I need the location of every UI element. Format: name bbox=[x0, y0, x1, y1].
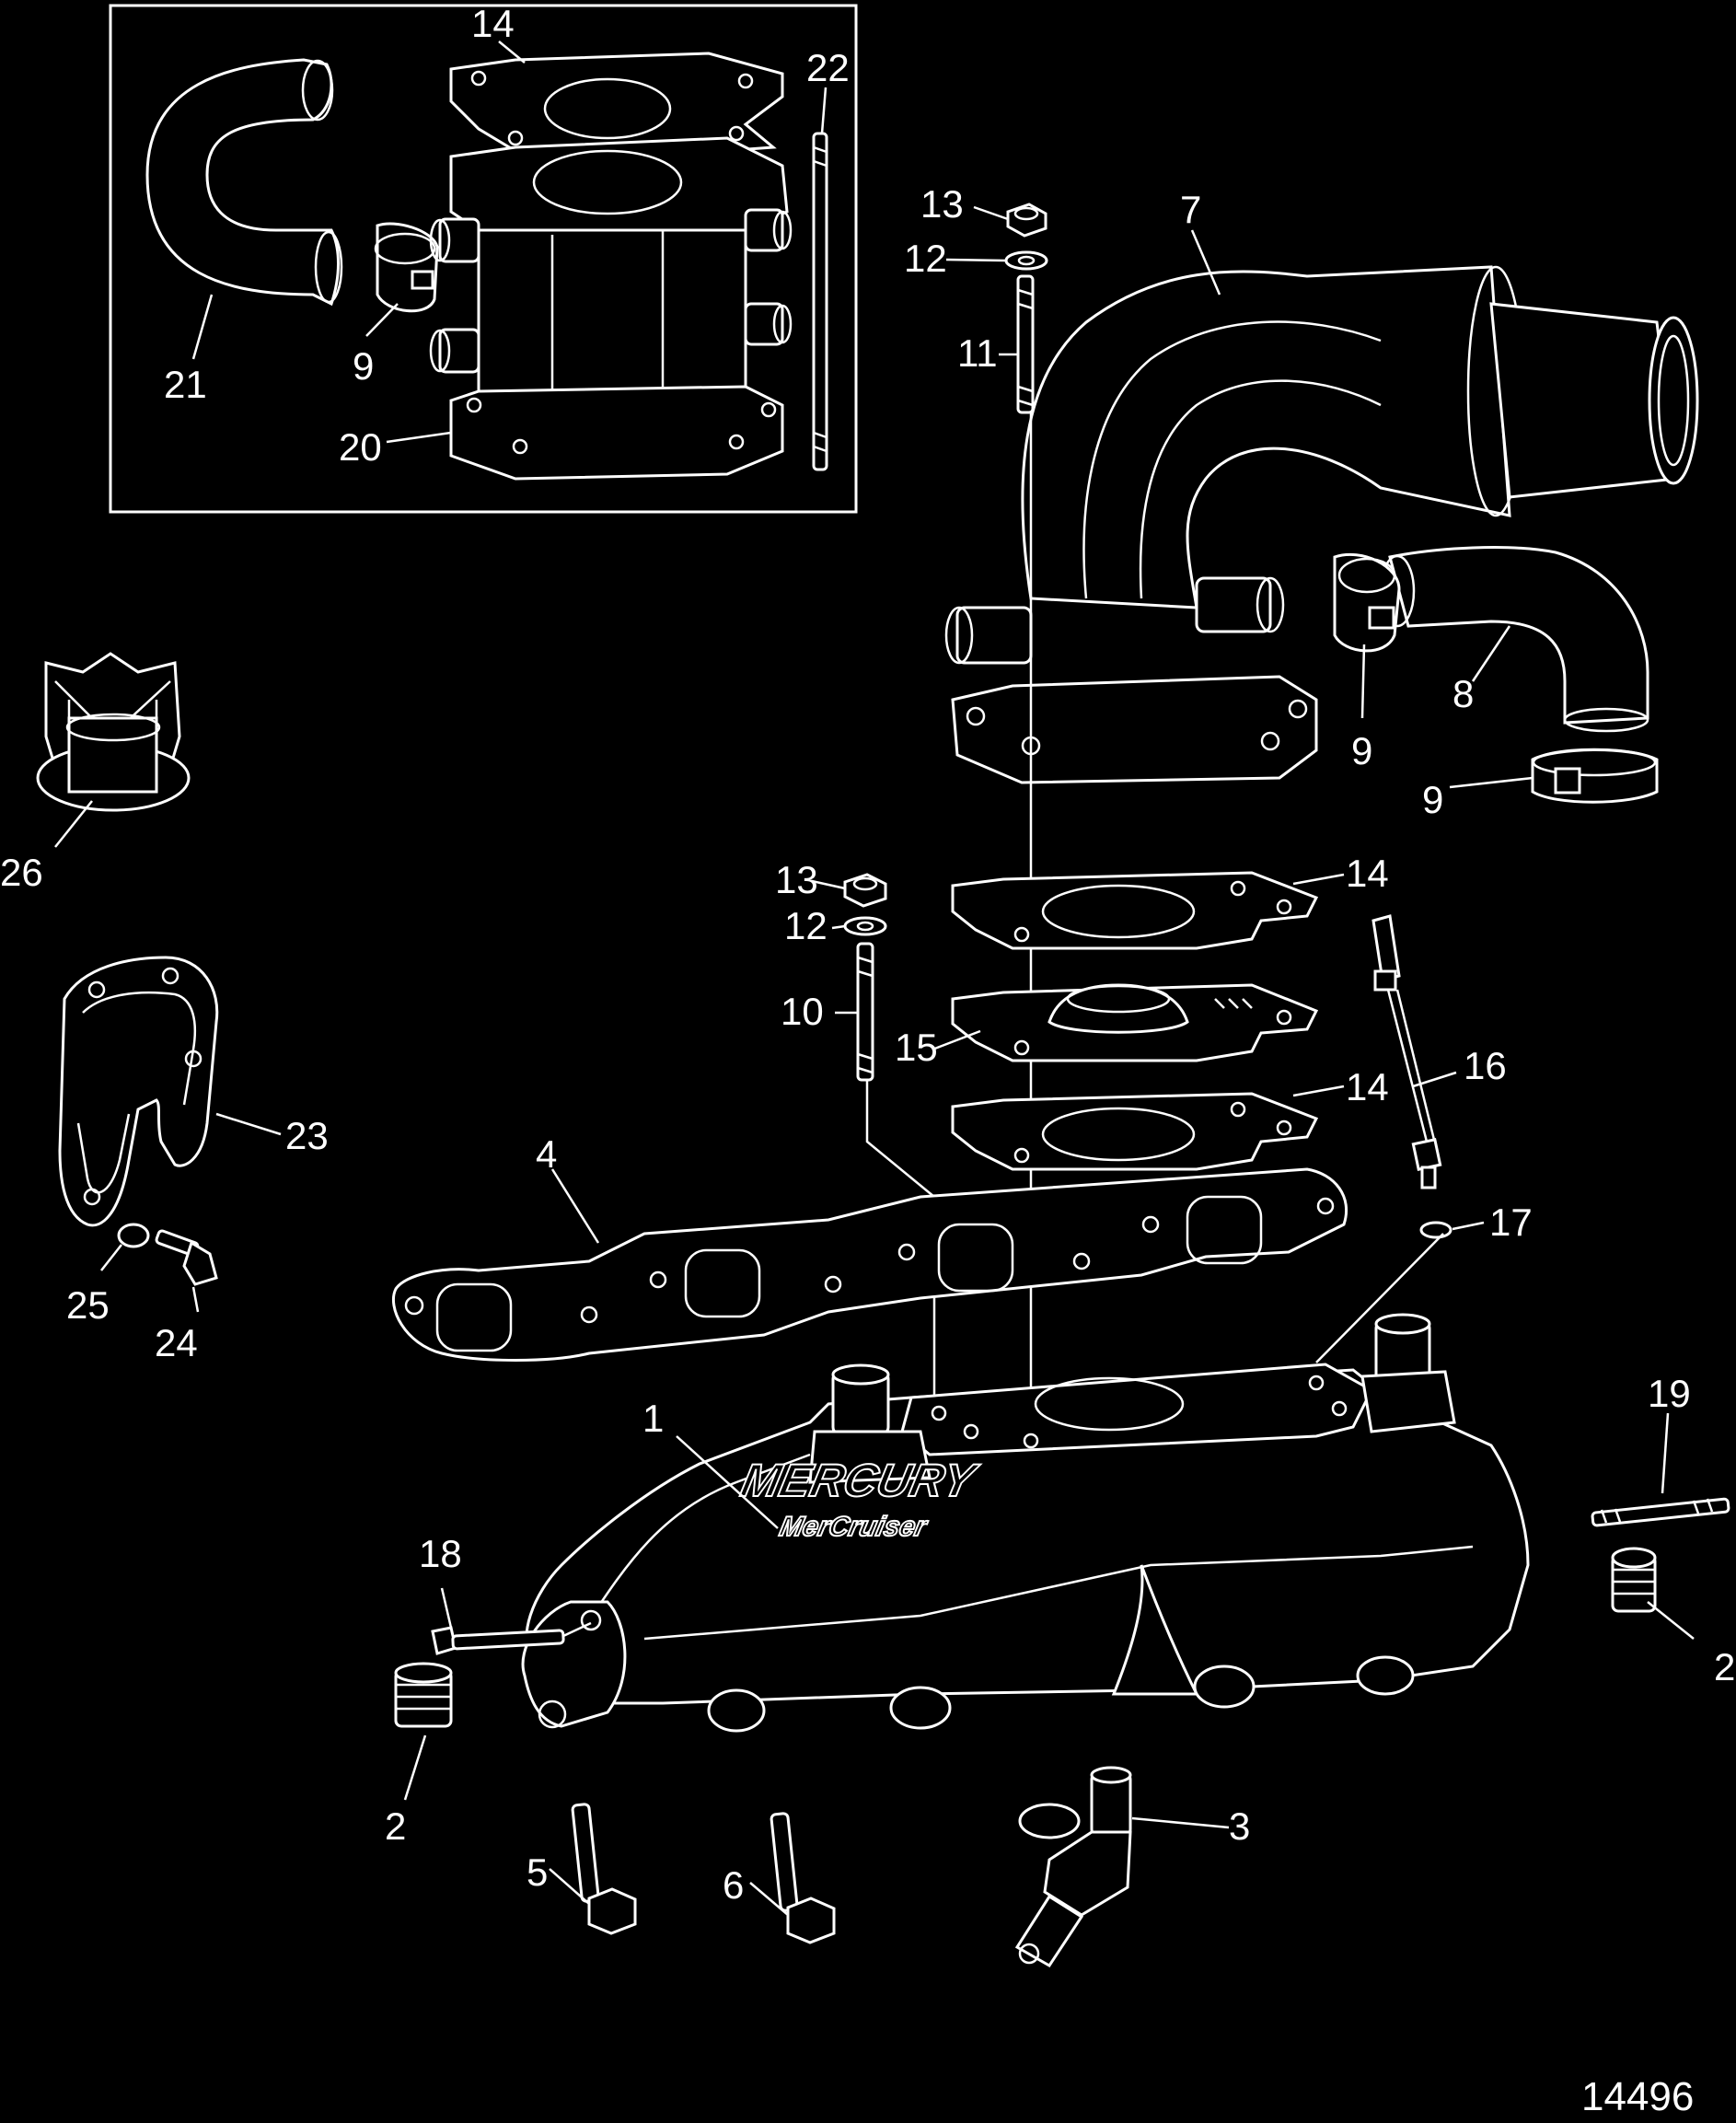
washer-12-mid bbox=[843, 916, 887, 936]
callout-14: 14 bbox=[1346, 1065, 1389, 1108]
lock-washer-25 bbox=[117, 1223, 150, 1248]
callout-13: 13 bbox=[775, 858, 818, 901]
callout-24: 24 bbox=[155, 1321, 198, 1364]
hose-21 bbox=[145, 58, 343, 307]
callout-7: 7 bbox=[1180, 188, 1201, 231]
nut-13-mid bbox=[843, 873, 887, 908]
hose-8 bbox=[1379, 546, 1649, 733]
stud-22 bbox=[812, 132, 828, 471]
flapper-valve-26 bbox=[36, 652, 191, 812]
hose-clamp-9-inset bbox=[374, 222, 439, 313]
callout-10: 10 bbox=[781, 990, 824, 1033]
manifold-gasket-4 bbox=[391, 1167, 1348, 1362]
callout-8: 8 bbox=[1452, 672, 1474, 715]
nut-13-top bbox=[1006, 203, 1047, 238]
callout-12: 12 bbox=[784, 904, 827, 947]
hose-clamp-9-elbow bbox=[1333, 552, 1401, 653]
bolt-5 bbox=[571, 1803, 637, 1935]
stud-19 bbox=[1591, 1497, 1730, 1527]
screw-24 bbox=[155, 1229, 218, 1286]
callout-18: 18 bbox=[419, 1532, 462, 1575]
callout-16: 16 bbox=[1464, 1044, 1507, 1087]
callout-2: 2 bbox=[1714, 1645, 1735, 1688]
gasket-14-lower bbox=[951, 1092, 1319, 1171]
callout-11: 11 bbox=[957, 331, 998, 375]
callout-21: 21 bbox=[164, 363, 207, 406]
callout-14: 14 bbox=[1346, 852, 1389, 895]
callout-5: 5 bbox=[527, 1850, 548, 1894]
callout-9: 9 bbox=[1422, 778, 1443, 821]
gasket-14-inset bbox=[449, 52, 784, 158]
bracket-23 bbox=[58, 956, 219, 1227]
bolt-6 bbox=[770, 1812, 836, 1944]
alignment-line-left bbox=[865, 1079, 936, 1399]
spacer-riser-20 bbox=[429, 136, 793, 481]
stud-10 bbox=[856, 942, 874, 1082]
o-ring-17 bbox=[1419, 1221, 1452, 1239]
pipe-plug-2-left bbox=[394, 1662, 453, 1728]
inset-frame bbox=[109, 4, 858, 514]
callout-13: 13 bbox=[920, 182, 964, 226]
hose-clamp-9-lower bbox=[1531, 748, 1659, 804]
callout-20: 20 bbox=[339, 425, 382, 469]
callout-22: 22 bbox=[806, 46, 850, 89]
exhaust-shutter-15 bbox=[951, 983, 1319, 1062]
callout-19: 19 bbox=[1648, 1372, 1691, 1415]
brand-sublogo: MerCruiser bbox=[777, 1512, 931, 1542]
temperature-sensor-16 bbox=[1371, 914, 1442, 1189]
callout-17: 17 bbox=[1489, 1201, 1533, 1244]
callout-3: 3 bbox=[1229, 1804, 1250, 1848]
exhaust-elbow-7 bbox=[944, 265, 1699, 784]
gasket-14-upper bbox=[951, 871, 1319, 950]
document-number: 14496 bbox=[1581, 2074, 1694, 2119]
pipe-plug-2-right bbox=[1611, 1547, 1657, 1613]
callout-15: 15 bbox=[895, 1026, 938, 1069]
brand-logo: MERCURY bbox=[736, 1455, 983, 1506]
callout-2: 2 bbox=[385, 1804, 406, 1848]
leader-lines bbox=[54, 41, 1695, 1916]
callout-14: 14 bbox=[471, 2, 515, 45]
callout-26: 26 bbox=[0, 851, 43, 894]
screw-18 bbox=[431, 1621, 592, 1655]
callout-9: 9 bbox=[1351, 729, 1372, 772]
callout-23: 23 bbox=[285, 1114, 329, 1157]
alignment-line-right bbox=[1315, 1233, 1444, 1363]
washer-12-top bbox=[1004, 250, 1048, 271]
stud-11 bbox=[1016, 274, 1035, 414]
callout-4: 4 bbox=[536, 1132, 557, 1176]
elbow-fitting-3 bbox=[1014, 1766, 1132, 1968]
exhaust-manifold-1: MERCURY MerCruiser bbox=[521, 1313, 1530, 1733]
callout-1: 1 bbox=[642, 1397, 664, 1440]
callout-9: 9 bbox=[353, 344, 374, 388]
callout-12: 12 bbox=[904, 237, 947, 280]
callout-numbers: 14 22 21 9 20 13 12 11 7 8 9 9 26 13 12 … bbox=[0, 2, 1735, 1907]
callout-25: 25 bbox=[66, 1283, 110, 1327]
callout-6: 6 bbox=[723, 1863, 744, 1907]
